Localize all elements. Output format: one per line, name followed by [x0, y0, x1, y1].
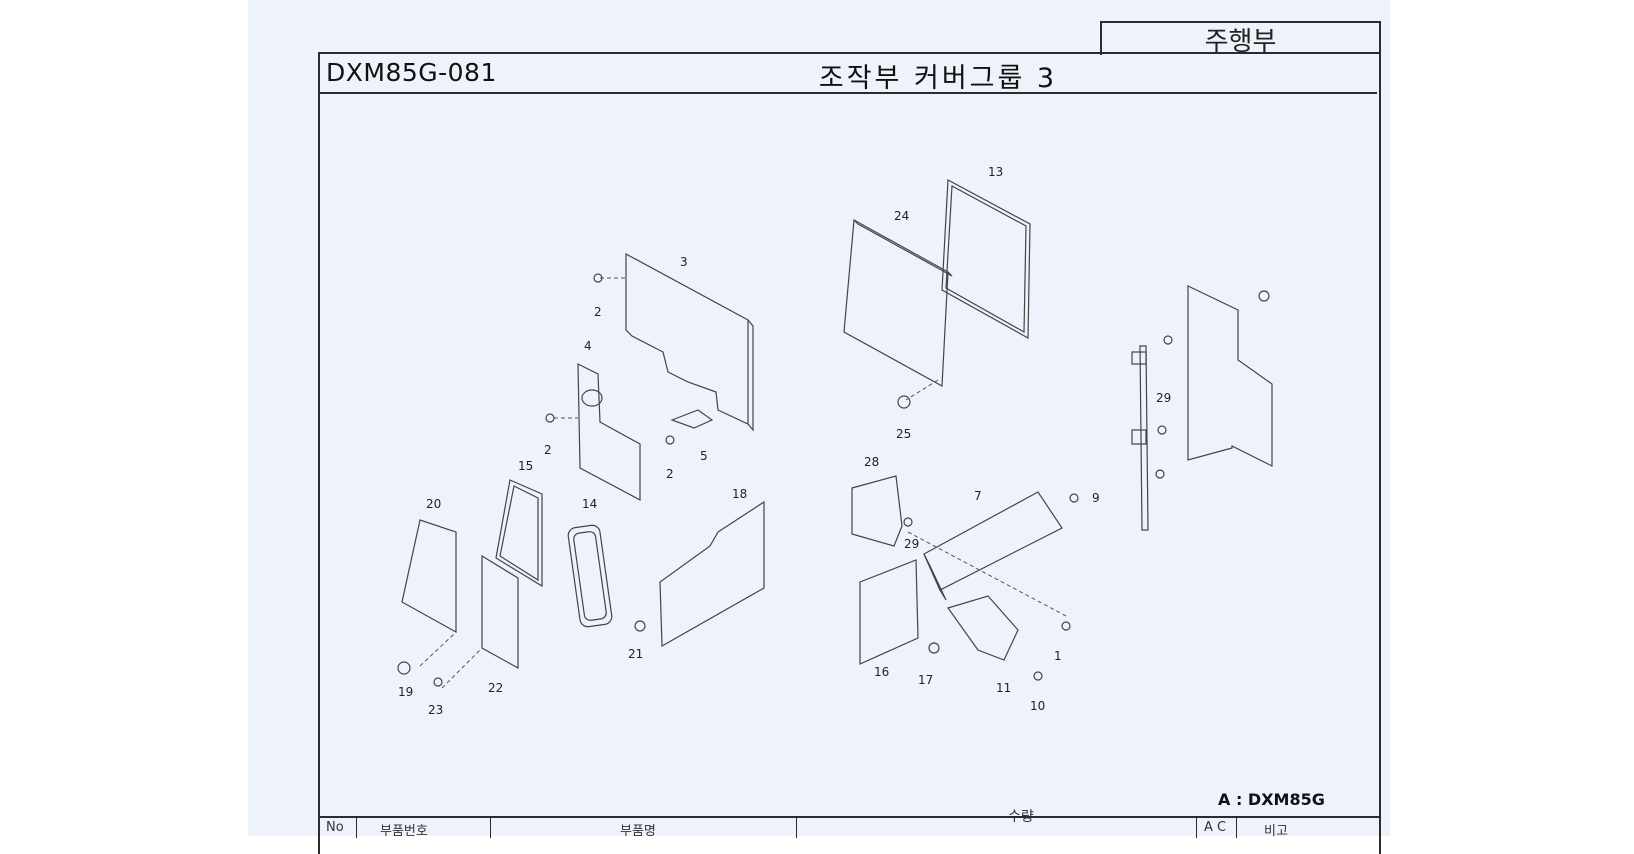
table-header-part-name: 부품명	[620, 824, 656, 839]
callout-3: 3	[680, 255, 688, 269]
table-header-no: No	[326, 820, 344, 835]
exploded-parts-diagram: 3 2 4 2 5 2 15 18 20 14 21 19 22 23 13 2…	[397, 165, 1273, 717]
callout-6: 7	[974, 489, 982, 503]
callout-8a: 9	[1092, 491, 1100, 505]
parts-table-header: No 부품번호 부품명 A C 비고	[318, 816, 1381, 839]
callout-2c: 2	[666, 467, 674, 481]
callout-13: 17	[918, 673, 933, 687]
callout-5: 5	[700, 449, 708, 463]
part-28-plate	[851, 475, 903, 547]
callout-7: 11	[996, 681, 1011, 695]
model-note: A : DXM85G	[1218, 790, 1325, 809]
callout-11: 15	[518, 459, 533, 473]
section-label: 주행부	[1100, 21, 1381, 57]
table-header-part-no: 부품번호	[380, 824, 428, 839]
part-25-post	[1131, 345, 1149, 531]
callout-20: 24	[894, 209, 909, 223]
callout-18: 22	[488, 681, 503, 695]
part-4-panel	[577, 363, 641, 501]
document-title: 조작부 커버그룹 3	[818, 63, 1058, 94]
part-6-console-top	[923, 491, 1063, 601]
callout-28: 28	[864, 455, 879, 469]
table-header-remark: 비고	[1264, 824, 1288, 839]
part-3-cover-panel	[625, 252, 754, 432]
part-20-door	[843, 219, 953, 387]
table-divider	[1236, 818, 1237, 838]
callout-22: 29	[1156, 391, 1171, 405]
table-divider	[1196, 818, 1197, 838]
callout-21: 25	[896, 427, 911, 441]
callout-14: 18	[732, 487, 747, 501]
callout-4: 4	[584, 339, 592, 353]
callout-9: 13	[988, 165, 1003, 179]
document-code: DXM85G-081	[326, 58, 497, 87]
scanned-sheet: 주행부 DXM85G-081 조작부 커버그룹 3	[248, 0, 1390, 854]
callout-19: 23	[428, 703, 443, 717]
part-16-glass	[401, 519, 457, 634]
part-26-rear-panel	[1187, 285, 1273, 467]
part-10-window-seal	[567, 524, 613, 628]
callout-29: 29	[904, 537, 919, 551]
callout-2a: 2	[594, 305, 602, 319]
callout-2b: 2	[544, 443, 552, 457]
callout-8b: 10	[1030, 699, 1045, 713]
part-9-door-frame	[941, 179, 1031, 340]
callout-10: 14	[582, 497, 597, 511]
table-divider	[356, 818, 357, 838]
callout-12: 16	[874, 665, 889, 679]
callout-15: 19	[398, 685, 413, 699]
part-12-side-panel	[859, 559, 919, 665]
part-14-lower-cover	[659, 500, 765, 648]
callout-17: 21	[628, 647, 643, 661]
callout-1: 1	[1054, 649, 1062, 663]
drawing-frame	[318, 52, 1381, 854]
callout-16: 20	[426, 497, 441, 511]
table-divider	[796, 818, 797, 838]
part-11-window	[495, 479, 543, 588]
table-header-ac: A C	[1204, 820, 1227, 835]
part-5-bracket	[670, 409, 714, 429]
table-divider	[490, 818, 491, 838]
part-7-step-cover	[947, 595, 1019, 661]
title-band	[318, 52, 1377, 94]
part-18-panel	[481, 554, 519, 670]
